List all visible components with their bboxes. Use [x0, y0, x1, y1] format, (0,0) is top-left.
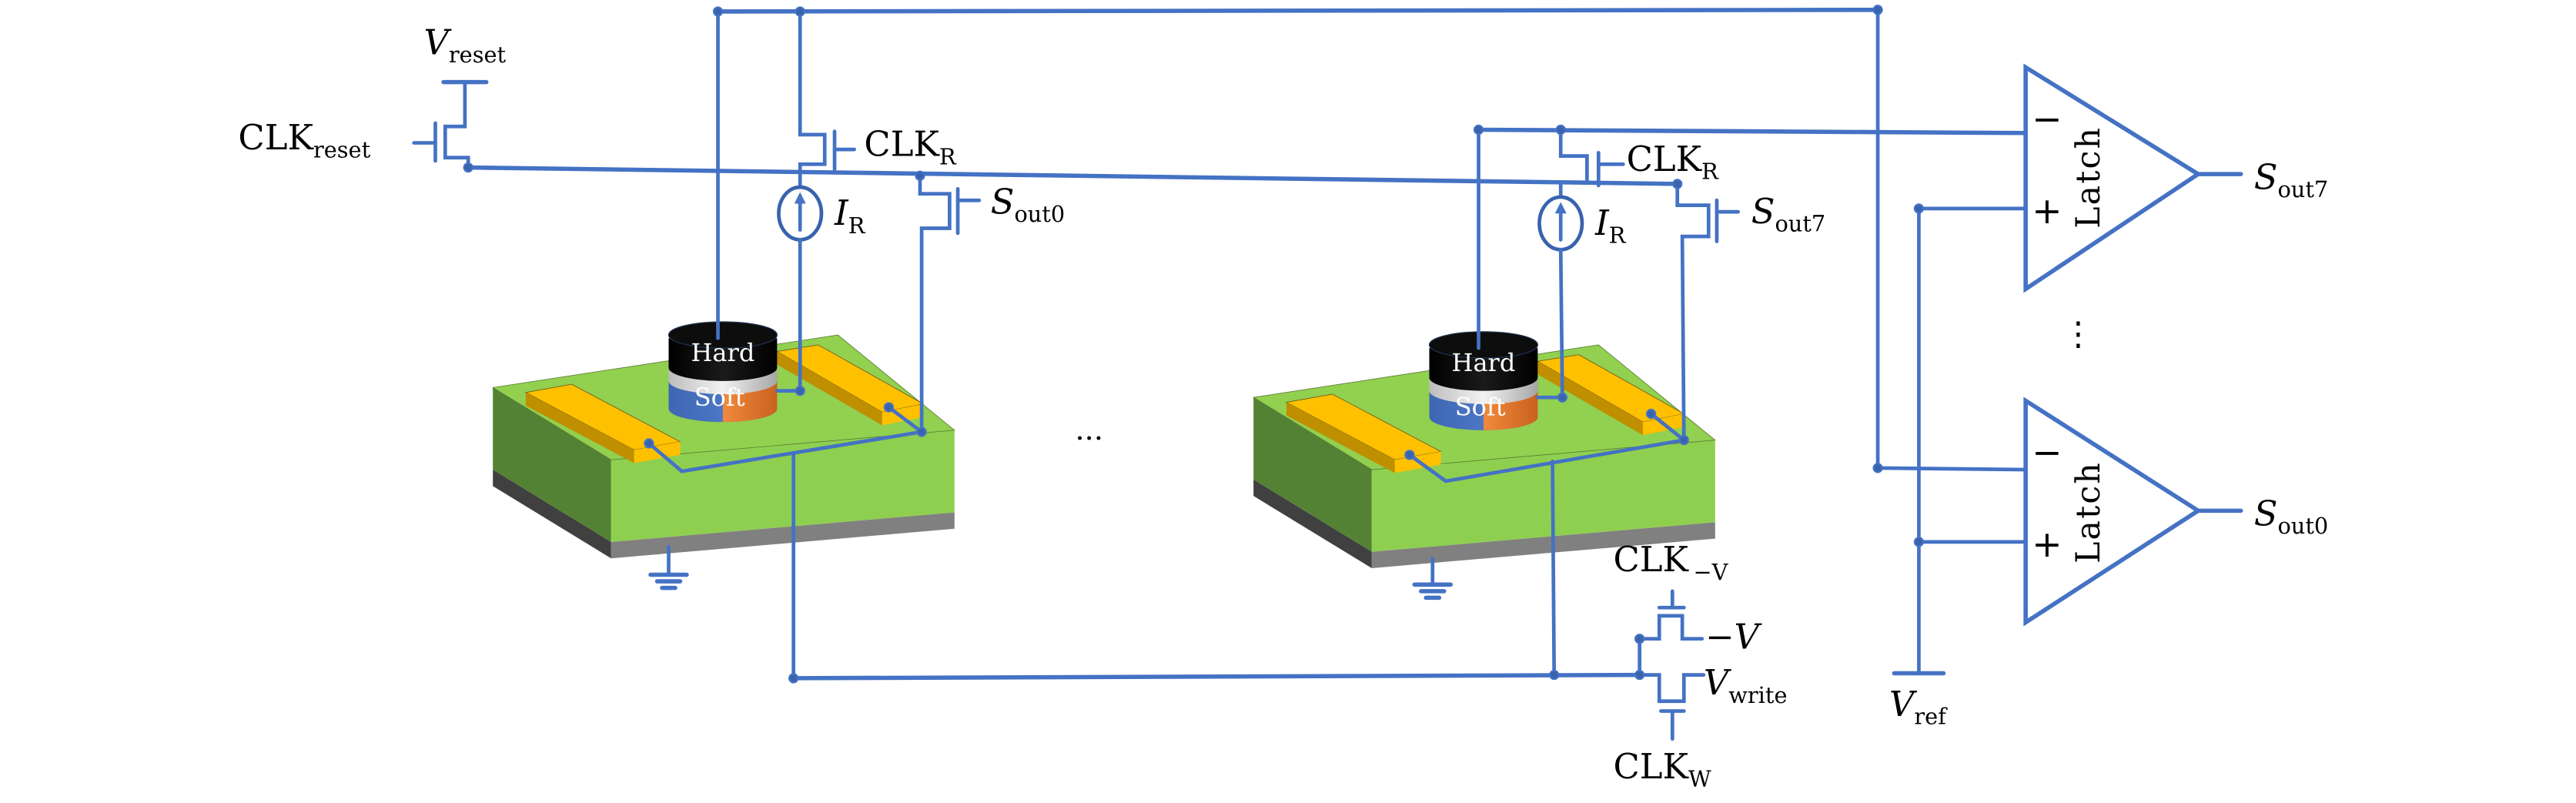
latch-label: Latch [2069, 461, 2108, 564]
ground-icon [1412, 556, 1454, 601]
hard-layer [668, 338, 778, 381]
reset-line-wire [466, 165, 1680, 186]
hard-layer [1429, 348, 1538, 391]
hard-label: Hard [691, 338, 755, 367]
cell7-electrode-wire [1407, 412, 1688, 483]
cell7-i-r-label: IR [1594, 202, 1627, 249]
cell0-sense-transistor [918, 173, 952, 434]
cell0-i-r-label: IR [834, 192, 866, 239]
cell0-s-out-label: Sout0 [991, 181, 1066, 227]
mtj-pillar: Hard Soft [667, 321, 778, 423]
latch-label: Latch [2069, 126, 2108, 229]
soft-label: Soft [694, 383, 745, 412]
junction-dots [463, 5, 1925, 684]
soft-label: Soft [1455, 393, 1506, 422]
cell0-clk-r-label: CLKR [864, 124, 957, 170]
cell7-s-out-label: Sout7 [1751, 191, 1826, 237]
wiring [412, 5, 2028, 741]
latch-output-label: Sout7 [2254, 156, 2329, 202]
plus-input-sign: + [2032, 524, 2062, 566]
clk-reset-label: CLKreset [238, 117, 370, 163]
latch-vertical-ellipsis: ⋮ [2062, 315, 2095, 353]
v-reset-label: Vreset [424, 22, 507, 68]
magnetic-cell-7: Hard Soft [1253, 331, 1716, 570]
v-write-transistor [1638, 673, 1706, 704]
minus-input-sign: − [2032, 432, 2062, 474]
magnetic-cell-0: Hard Soft [492, 321, 955, 560]
cell-horizontal-ellipsis: ··· [1075, 421, 1103, 456]
neg-v-label: −V [1705, 617, 1763, 657]
v-write-label: Vwrite [1704, 662, 1788, 708]
write-bus-wire [791, 672, 1642, 681]
clk-neg-v-label: CLK−V [1614, 539, 1729, 585]
latch-comparator-0: − + Latch Sout0 [2023, 396, 2329, 627]
latch-comparator-7: − + Latch Sout7 [2023, 63, 2329, 293]
reset-transistor [443, 80, 470, 169]
neg-v-transistor [1638, 614, 1705, 677]
cell7-bus-wire [1476, 127, 2028, 136]
v-ref-label: Vref [1889, 684, 1948, 730]
hard-label: Hard [1452, 348, 1516, 377]
ground-icon [648, 544, 689, 591]
cell7-read-transistor [1558, 128, 1589, 206]
minus-input-sign: − [2032, 99, 2062, 141]
plus-input-sign: + [2032, 190, 2062, 233]
latch-output-label: Sout0 [2254, 494, 2329, 540]
cell7-sense-transistor [1675, 182, 1711, 442]
cell0-read-transistor [798, 9, 827, 194]
top-bus-wire [715, 8, 1880, 14]
cell0-electrode-wire [647, 405, 926, 473]
cell7-clk-r-label: CLKR [1627, 139, 1720, 185]
clk-w-label: CLKW [1614, 746, 1712, 792]
mtj-pillar: Hard Soft [1428, 331, 1538, 430]
